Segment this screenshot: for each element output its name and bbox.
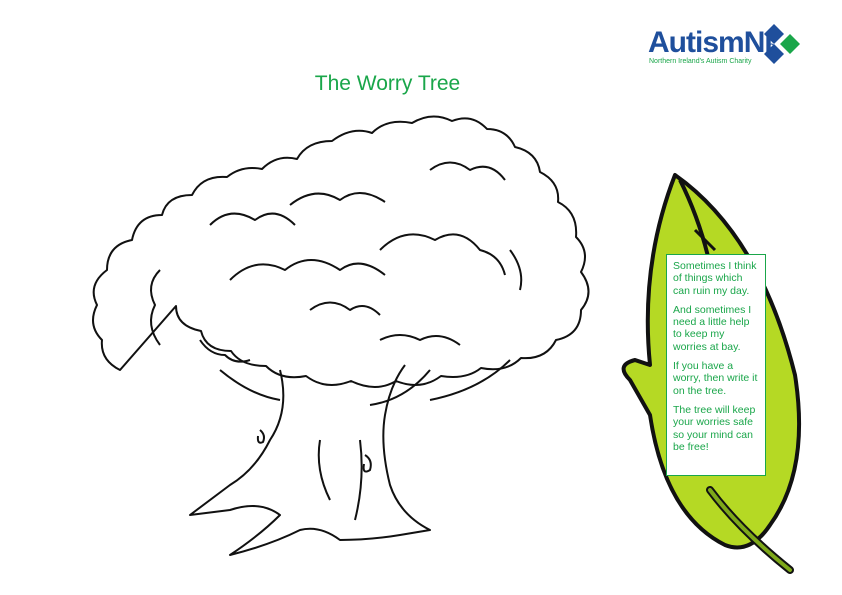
poem-stanza-1: Sometimes I think of things which can ru… bbox=[673, 260, 757, 297]
logo-tagline: Northern Ireland's Autism Charity bbox=[649, 58, 752, 65]
poem-stanza-4: The tree will keep your worries safe so … bbox=[673, 403, 756, 453]
poem-box: Sometimes I think of things which can ru… bbox=[666, 254, 766, 476]
autism-ni-logo: AutismNI Northern Ireland's Autism Chari… bbox=[646, 22, 806, 70]
tree-drawing-icon bbox=[92, 115, 590, 556]
poem-stanza-2: And sometimes I need a little help to ke… bbox=[673, 303, 752, 353]
logo-name: Autism bbox=[648, 26, 745, 59]
logo-diamond-icon bbox=[764, 24, 800, 64]
page-title: The Worry Tree bbox=[314, 72, 461, 95]
logo-wordmark: AutismNI bbox=[648, 26, 773, 60]
poem-stanza-3: If you have a worry, then write it on th… bbox=[673, 360, 758, 397]
